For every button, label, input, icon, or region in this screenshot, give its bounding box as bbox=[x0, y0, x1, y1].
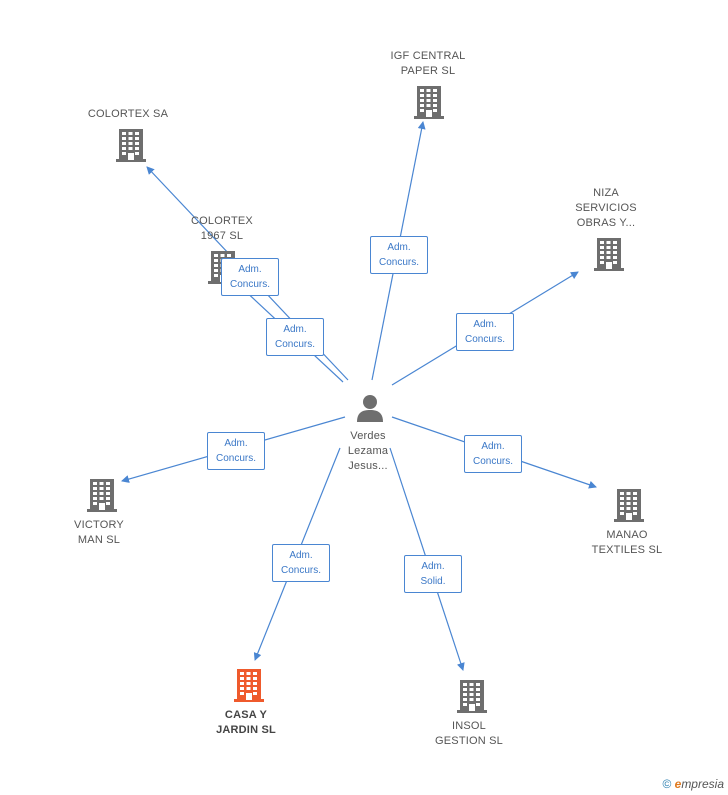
person-icon bbox=[357, 395, 383, 422]
relation-badge-colortex-sa[interactable]: Adm. Concurs. bbox=[221, 258, 279, 296]
label-line: GESTION SL bbox=[434, 735, 504, 747]
label-line: Verdes bbox=[350, 430, 386, 442]
node-label-manao[interactable]: MANAO TEXTILES SL bbox=[557, 528, 697, 558]
node-label-colortex-1967[interactable]: COLORTEX 1967 SL bbox=[152, 214, 292, 244]
building-icon bbox=[234, 669, 264, 702]
label-line: PAPER SL bbox=[400, 65, 456, 77]
node-niza[interactable] bbox=[594, 237, 624, 271]
relation-badge-niza[interactable]: Adm. Concurs. bbox=[456, 313, 514, 351]
label-line: SERVICIOS bbox=[575, 202, 637, 214]
center-person[interactable] bbox=[355, 393, 385, 423]
relation-text: Concurs. bbox=[378, 257, 419, 268]
relation-text: Solid. bbox=[420, 576, 446, 587]
node-victory[interactable] bbox=[87, 478, 117, 512]
relation-badge-igf[interactable]: Adm. Concurs. bbox=[370, 236, 428, 274]
label-line: Jesus... bbox=[348, 460, 388, 472]
relation-text: Adm. bbox=[289, 550, 313, 561]
relation-text: Concurs. bbox=[280, 565, 321, 576]
node-colortex-sa[interactable] bbox=[116, 128, 146, 162]
relation-text: Adm. bbox=[238, 264, 262, 275]
footer-credit: © empresia bbox=[662, 777, 724, 791]
relation-text: Adm. bbox=[224, 438, 248, 449]
building-icon bbox=[614, 489, 644, 522]
label-line: TEXTILES SL bbox=[591, 544, 663, 556]
relation-badge-casa[interactable]: Adm. Concurs. bbox=[272, 544, 330, 582]
label-line: CASA Y bbox=[224, 709, 268, 721]
building-icon bbox=[116, 129, 146, 162]
relation-text: Concurs. bbox=[464, 334, 505, 345]
relation-text: Adm. bbox=[283, 324, 307, 335]
relation-text: Adm. bbox=[387, 242, 411, 253]
label-line: MANAO bbox=[606, 529, 648, 541]
label-line: INSOL bbox=[451, 720, 486, 732]
label-line: JARDIN SL bbox=[216, 724, 276, 736]
label-line: Lezama bbox=[347, 445, 389, 457]
relation-badge-manao[interactable]: Adm. Concurs. bbox=[464, 435, 522, 473]
relation-text: Adm. bbox=[421, 561, 445, 572]
node-casa[interactable] bbox=[234, 668, 264, 702]
label-line: OBRAS Y... bbox=[576, 217, 636, 229]
relation-text: Concurs. bbox=[274, 339, 315, 350]
label-line: 1967 SL bbox=[200, 230, 244, 242]
node-label-niza[interactable]: NIZA SERVICIOS OBRAS Y... bbox=[536, 186, 676, 231]
node-label-colortex-sa[interactable]: COLORTEX SA bbox=[58, 107, 198, 122]
relation-badge-victory[interactable]: Adm. Concurs. bbox=[207, 432, 265, 470]
node-label-igf[interactable]: IGF CENTRAL PAPER SL bbox=[358, 49, 498, 79]
node-igf[interactable] bbox=[414, 85, 444, 119]
label-line: COLORTEX bbox=[191, 215, 253, 227]
label-line: IGF CENTRAL bbox=[390, 50, 466, 62]
relation-badge-insol[interactable]: Adm. Solid. bbox=[404, 555, 462, 593]
node-label-victory[interactable]: VICTORY MAN SL bbox=[29, 518, 169, 548]
node-manao[interactable] bbox=[614, 488, 644, 522]
node-insol[interactable] bbox=[457, 679, 487, 713]
label-line: NIZA bbox=[593, 187, 619, 199]
building-icon bbox=[594, 238, 624, 271]
label-line: COLORTEX SA bbox=[87, 108, 169, 120]
building-icon bbox=[457, 680, 487, 713]
label-line: VICTORY bbox=[74, 519, 124, 531]
relation-text: Concurs. bbox=[215, 453, 256, 464]
node-label-insol[interactable]: INSOL GESTION SL bbox=[399, 719, 539, 749]
building-icon bbox=[87, 479, 117, 512]
label-line: MAN SL bbox=[77, 534, 121, 546]
brand-name: mpresia bbox=[681, 777, 724, 791]
building-icon bbox=[414, 86, 444, 119]
relation-text: Adm. bbox=[473, 319, 497, 330]
relation-text: Concurs. bbox=[472, 456, 513, 467]
copyright-symbol: © bbox=[662, 777, 672, 791]
brand-logo[interactable]: empresia bbox=[675, 777, 724, 791]
relation-text: Adm. bbox=[481, 441, 505, 452]
node-label-casa[interactable]: CASA Y JARDIN SL bbox=[176, 708, 316, 738]
brand-initial: e bbox=[674, 777, 682, 791]
relation-text: Concurs. bbox=[229, 279, 270, 290]
relation-badge-colortex-1967[interactable]: Adm. Concurs. bbox=[266, 318, 324, 356]
